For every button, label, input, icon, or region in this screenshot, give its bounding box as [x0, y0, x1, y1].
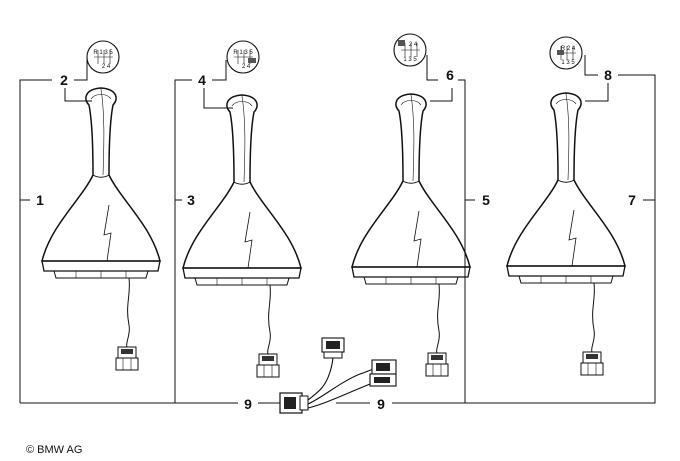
leader-line-2a	[74, 57, 88, 81]
copyright-text: © BMW AG	[26, 444, 83, 456]
callout-4: 4	[198, 72, 206, 88]
leader-line-6a	[426, 55, 438, 81]
callout-9-right: 9	[377, 396, 385, 412]
callout-1: 1	[36, 192, 44, 208]
leader-line-6b	[430, 88, 453, 102]
pattern-4-bottom: 2 4	[242, 64, 251, 70]
bracket-line-1	[19, 79, 52, 403]
callout-5: 5	[482, 192, 490, 208]
shift-knob-7	[506, 92, 626, 376]
pattern-2-top: R 1 3 5	[93, 50, 113, 56]
callout-7: 7	[628, 192, 636, 208]
leader-line-4a	[212, 60, 227, 81]
pattern-4-top: R 1 3 5	[233, 50, 253, 56]
shift-knob-5	[351, 93, 471, 377]
wiring-harness	[279, 337, 397, 414]
shift-knob-1	[41, 87, 161, 371]
leader-line-8a	[584, 55, 598, 76]
pattern-6-top: 2 4	[409, 42, 418, 48]
callout-6: 6	[446, 67, 454, 83]
leader-line-8b	[585, 83, 609, 102]
pattern-8-bottom: 1 3 5	[561, 60, 575, 66]
callout-3: 3	[187, 192, 195, 208]
bracket-line-7	[465, 74, 656, 404]
leader-line-2b	[64, 88, 92, 102]
callout-9-left: 9	[244, 396, 252, 412]
shift-pattern-emblem-8: R 2 4 1 3 5	[549, 36, 583, 70]
callout-8: 8	[604, 67, 612, 83]
bracket-line-5	[458, 79, 466, 403]
pattern-6-bottom: 1 3 5	[403, 57, 417, 63]
shift-pattern-emblem-6: 2 4 1 3 5	[393, 33, 427, 67]
pattern-2-bottom: 2 4	[102, 64, 111, 70]
pattern-8-top: R 2 4	[561, 46, 576, 52]
shift-knob-3	[182, 94, 302, 378]
bracket-line-3	[174, 79, 192, 403]
shift-pattern-emblem-2: R 1 3 5 2 4	[86, 40, 120, 74]
callout-2: 2	[60, 72, 68, 88]
leader-line-4b	[203, 88, 233, 109]
shift-pattern-emblem-4: R 1 3 5 2 4	[226, 40, 260, 74]
